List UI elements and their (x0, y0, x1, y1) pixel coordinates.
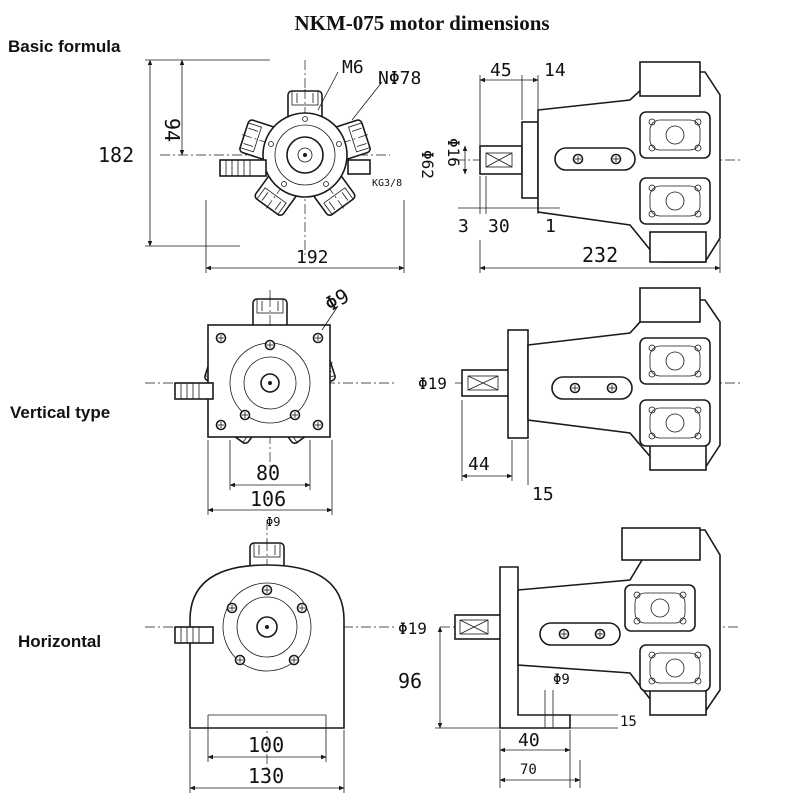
drawing-title: NKM-075 motor dimensions (294, 11, 549, 35)
dim-phi9-vertical: Φ9 (321, 283, 354, 316)
horizontal-side-view: Φ19 96 Φ9 15 40 70 (398, 527, 740, 788)
dim-n78: NΦ78 (378, 68, 421, 89)
dim-45: 45 (490, 60, 512, 81)
dim-96: 96 (398, 669, 422, 693)
basic-side-view: 45 14 Φ16 Φ62 3 30 1 232 (418, 60, 740, 273)
basic-front-view: KG3/8 M6 NΦ78 182 94 192 (98, 57, 421, 273)
section-label-basic: Basic formula (8, 37, 121, 56)
dim-phi19-vertical: Φ19 (418, 374, 447, 393)
dim-130: 130 (248, 764, 284, 788)
dim-106: 106 (250, 487, 286, 511)
dim-100: 100 (248, 733, 284, 757)
horizontal-front-view: Φ9 100 130 (145, 515, 395, 793)
dim-15-horizontal: 15 (620, 714, 637, 730)
dim-phi16: Φ16 (444, 138, 463, 167)
dim-232: 232 (582, 243, 618, 267)
section-label-horizontal: Horizontal (18, 632, 101, 651)
dim-phi9-horizontal-top: Φ9 (266, 515, 280, 529)
port-size-label: KG3/8 (372, 178, 402, 189)
dim-80: 80 (256, 461, 280, 485)
dim-m6: M6 (342, 57, 364, 78)
section-label-vertical: Vertical type (10, 403, 110, 422)
dim-192: 192 (296, 247, 329, 268)
dim-14: 14 (544, 60, 566, 81)
dim-44: 44 (468, 454, 490, 475)
dim-phi9-horizontal-side: Φ9 (553, 672, 570, 688)
dim-phi19-horizontal: Φ19 (398, 619, 427, 638)
dim-94: 94 (160, 118, 184, 142)
dim-1: 1 (545, 216, 556, 237)
dim-182: 182 (98, 143, 134, 167)
vertical-side-view: Φ19 44 15 (418, 287, 740, 505)
dim-phi62: Φ62 (418, 150, 437, 179)
vertical-front-view: Φ9 80 106 (145, 283, 395, 515)
dim-30: 30 (488, 216, 510, 237)
dim-15-vertical: 15 (532, 484, 554, 505)
dim-40: 40 (518, 730, 540, 751)
dim-3: 3 (458, 216, 469, 237)
dim-70: 70 (520, 762, 537, 778)
